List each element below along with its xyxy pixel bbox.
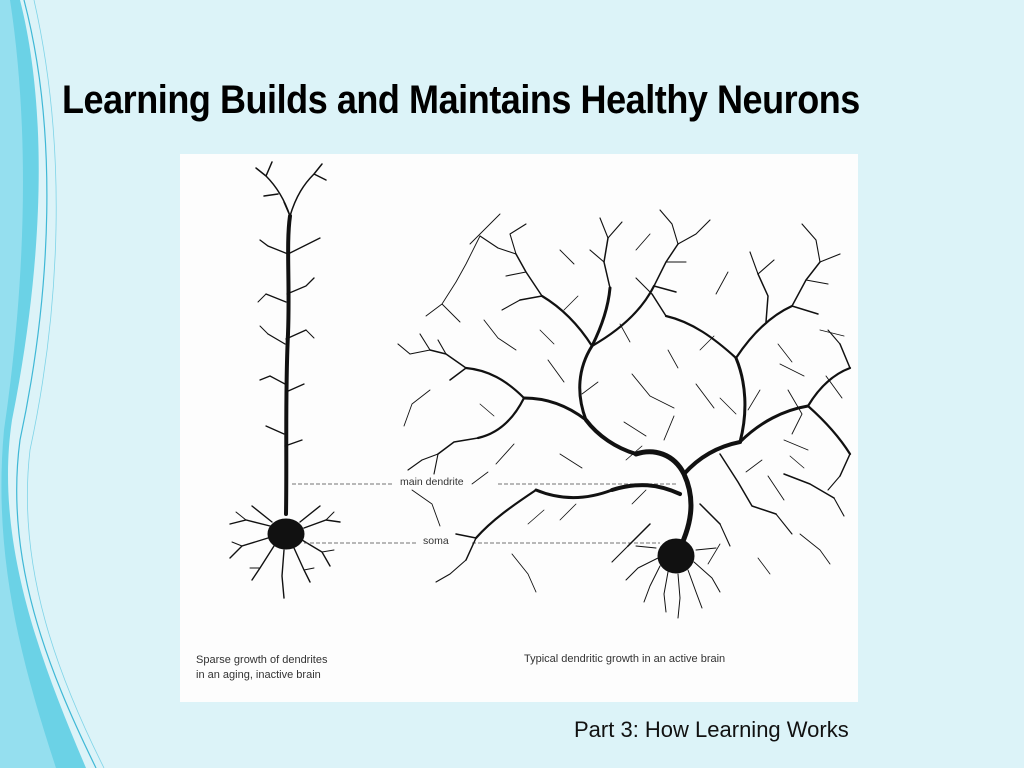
sparse-growth-caption-line2: in an aging, inactive brain — [196, 669, 321, 681]
main-dendrite-label: main dendrite — [400, 476, 464, 488]
dense-neuron — [397, 209, 852, 619]
slide-footer: Part 3: How Learning Works — [574, 717, 849, 742]
left-wave-decoration — [0, 0, 105, 768]
slide-title: Learning Builds and Maintains Healthy Ne… — [62, 78, 860, 122]
neuron-figure: main dendrite soma Sparse growth of dend… — [180, 154, 858, 702]
soma-label: soma — [423, 535, 449, 547]
typical-growth-caption: Typical dendritic growth in an active br… — [524, 653, 726, 665]
sparse-neuron — [229, 161, 341, 599]
neuron-illustration — [229, 161, 852, 619]
sparse-growth-caption-line1: Sparse growth of dendrites — [196, 654, 328, 666]
sparse-growth-caption: Sparse growth of dendrites in an aging, … — [196, 653, 396, 683]
label-lines — [292, 483, 678, 544]
